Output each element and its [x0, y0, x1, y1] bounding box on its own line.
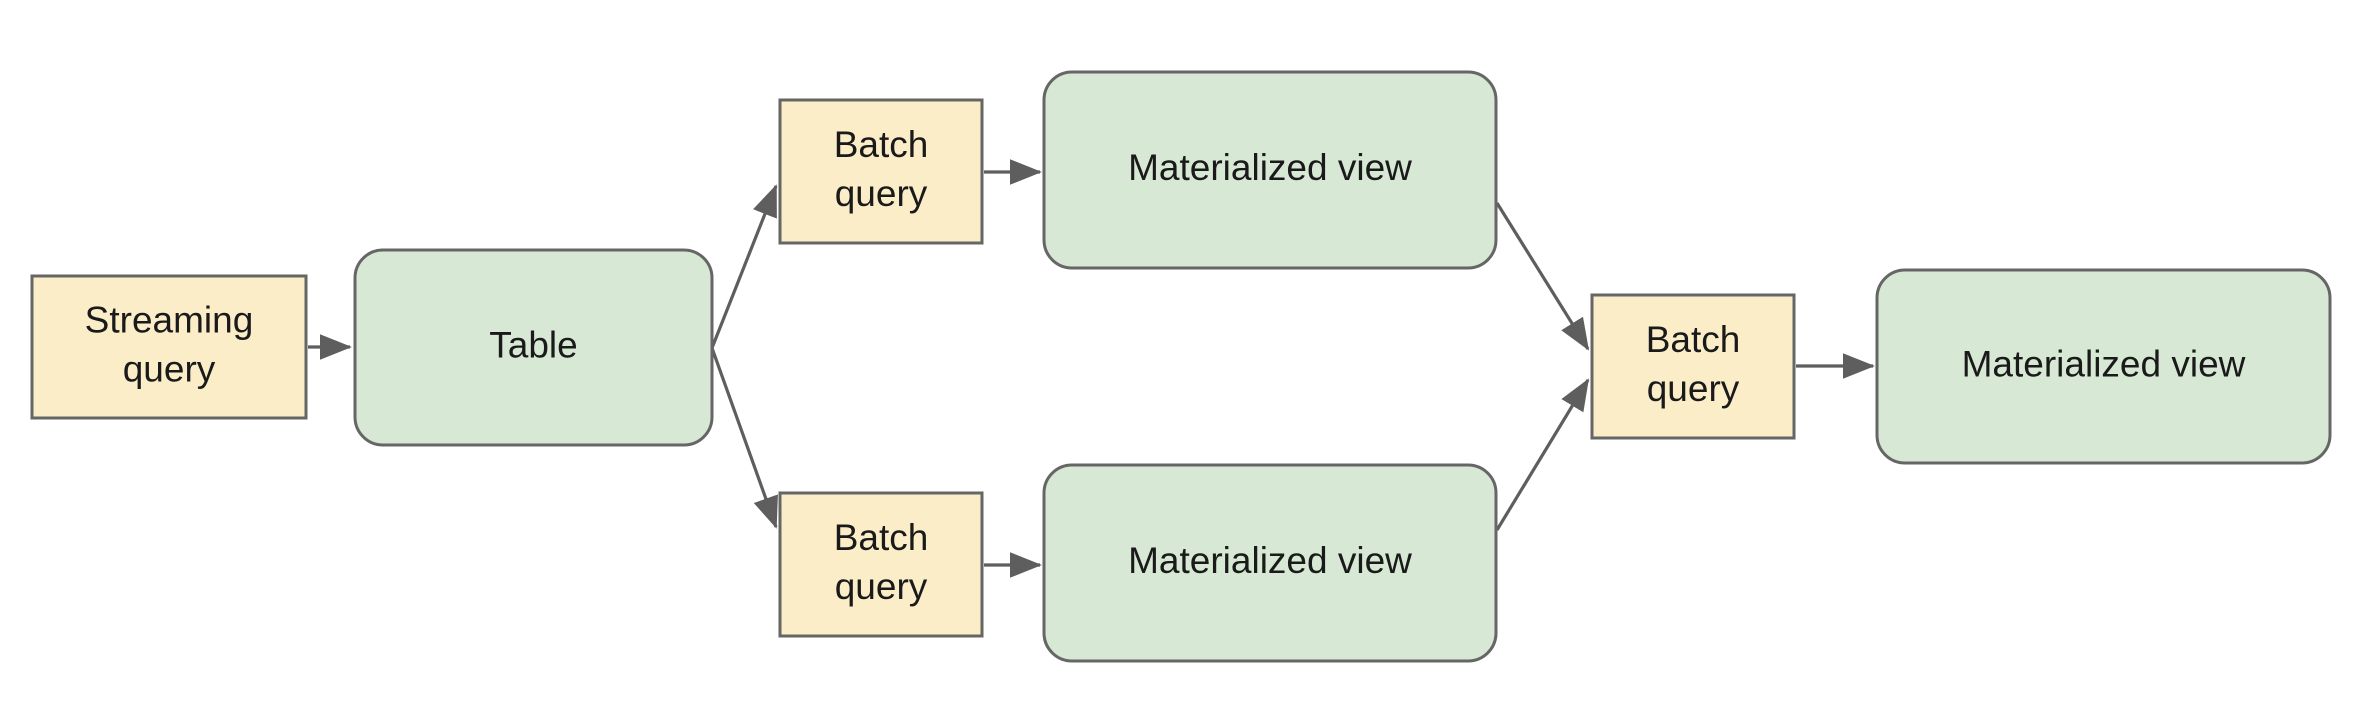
node-label-line: Batch — [834, 517, 929, 558]
node-label-batch-query-join: Batch query — [1646, 319, 1741, 409]
node-label-line: Materialized view — [1128, 147, 1412, 188]
node-box-streaming-query — [30, 274, 308, 420]
node-box-materialized-view-final — [1875, 268, 2332, 465]
node-table[interactable]: Table — [353, 248, 714, 447]
node-label-line: Materialized view — [1962, 343, 2246, 384]
edge-materialized-view-top-to-batch-query-join — [1495, 202, 1590, 351]
node-box-batch-query-bottom — [778, 491, 984, 638]
node-label-line: Table — [489, 324, 577, 365]
node-materialized-view-bottom[interactable]: Materialized view — [1042, 463, 1498, 663]
node-streaming-query[interactable]: Streaming query — [30, 274, 308, 420]
edge-table-to-batch-query-bottom — [710, 347, 778, 529]
node-label-line: Batch — [834, 124, 929, 165]
node-box-table — [353, 248, 714, 447]
node-box-batch-query-join — [1590, 293, 1796, 440]
node-label-materialized-view-bottom: Materialized view — [1128, 540, 1412, 581]
node-label-streaming-query: Streaming query — [85, 299, 254, 389]
node-label-batch-query-top: Batch query — [834, 124, 929, 214]
node-label-line: query — [123, 348, 216, 389]
node-label-line: query — [1647, 368, 1740, 409]
node-label-batch-query-bottom: Batch query — [834, 517, 929, 607]
node-label-line: Streaming — [85, 299, 254, 340]
node-batch-query-join[interactable]: Batch query — [1590, 293, 1796, 440]
node-label-materialized-view-top: Materialized view — [1128, 147, 1412, 188]
edge-materialized-view-bottom-to-batch-query-join — [1495, 378, 1590, 531]
node-label-line: Batch — [1646, 319, 1741, 360]
node-label-line: query — [835, 173, 928, 214]
node-materialized-view-final[interactable]: Materialized view — [1875, 268, 2332, 465]
node-materialized-view-top[interactable]: Materialized view — [1042, 70, 1498, 270]
edges-layer — [308, 159, 1875, 578]
node-label-table: Table — [489, 324, 577, 365]
node-label-line: query — [835, 566, 928, 607]
node-box-batch-query-top — [778, 98, 984, 245]
node-box-materialized-view-bottom — [1042, 463, 1498, 663]
node-batch-query-top[interactable]: Batch query — [778, 98, 984, 245]
node-batch-query-bottom[interactable]: Batch query — [778, 491, 984, 638]
node-label-line: Materialized view — [1128, 540, 1412, 581]
node-box-materialized-view-top — [1042, 70, 1498, 270]
edge-table-to-batch-query-top — [710, 184, 778, 349]
node-label-materialized-view-final: Materialized view — [1962, 343, 2246, 384]
